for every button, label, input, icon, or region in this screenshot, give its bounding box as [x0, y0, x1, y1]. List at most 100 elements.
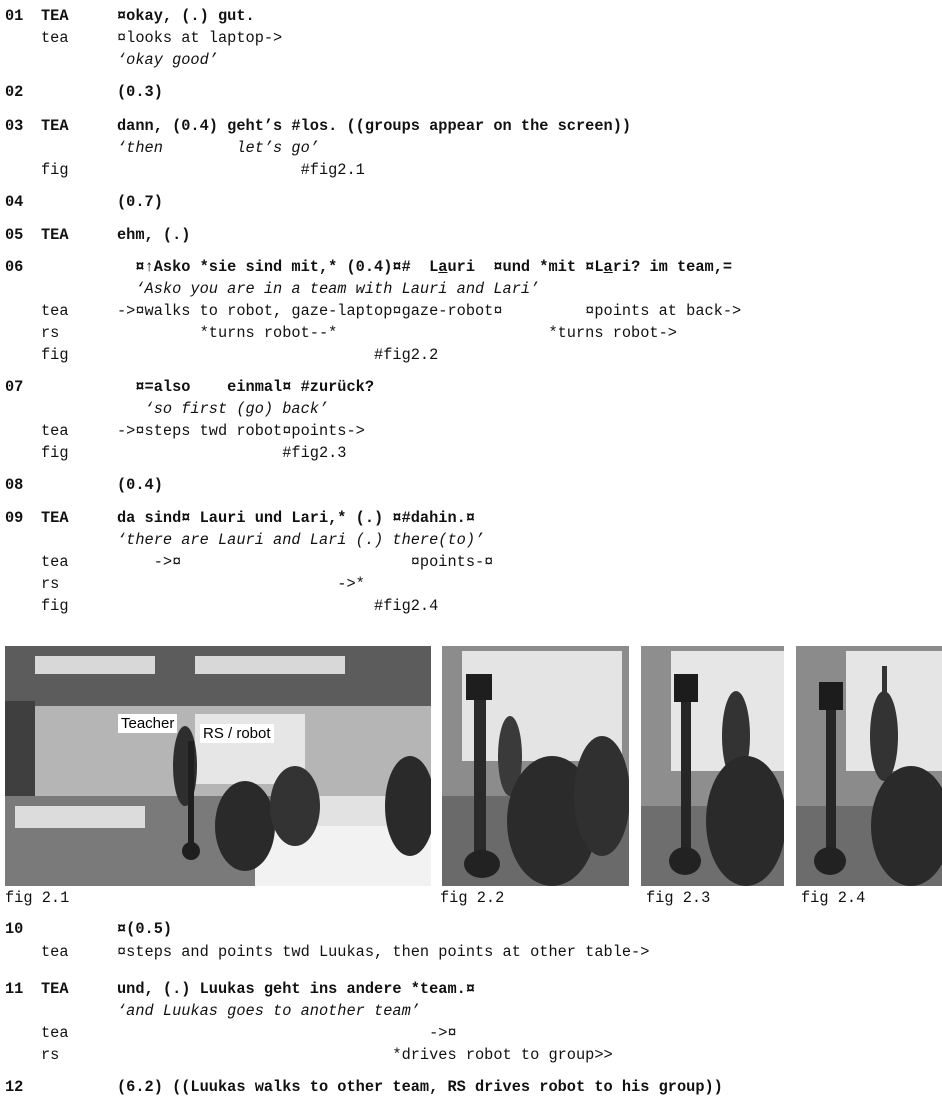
text-segment: ‘and Luukas goes to another team’	[117, 1002, 420, 1020]
tier-label: rs	[41, 324, 60, 342]
line-content: ->¤steps twd robot¤points->	[117, 421, 365, 441]
text-segment: ‘there are Lauri and Lari (.) there(to)’	[117, 531, 485, 549]
robot-label: RS / robot	[200, 724, 274, 743]
line-number: 05	[5, 226, 24, 244]
line-number: 09	[5, 509, 24, 527]
line-content: ¤(0.5)	[117, 919, 172, 939]
line-number: 10	[5, 920, 24, 938]
line-number: 03	[5, 117, 24, 135]
text-segment: ¤looks at laptop->	[117, 29, 283, 47]
line-content: ¤steps and points twd Luukas, then point…	[117, 942, 649, 962]
tier-label: tea	[41, 302, 69, 320]
text-segment: ->¤steps twd robot¤points->	[117, 422, 365, 440]
tier-label: tea	[41, 943, 69, 961]
tier-label: fig	[41, 597, 69, 615]
tier-label: fig	[41, 346, 69, 364]
line-content: ¤looks at laptop->	[117, 28, 282, 48]
text-segment: (0.4)	[117, 476, 163, 494]
line-content: *drives robot to group>>	[117, 1045, 613, 1065]
tier-label: tea	[41, 1024, 69, 1042]
line-content: (0.4)	[117, 475, 163, 495]
line-content: ehm, (.)	[117, 225, 190, 245]
line-number: 12	[5, 1078, 24, 1096]
text-segment: ->*	[117, 575, 365, 593]
text-segment: ¤(0.5)	[117, 920, 173, 938]
text-segment: #fig2.1	[117, 161, 365, 179]
text-segment: ->¤ ¤points-¤	[117, 553, 494, 571]
line-content: ->*	[117, 574, 365, 594]
figure-2-4-caption: fig 2.4	[801, 889, 866, 907]
text-segment: ¤↑Asko *sie sind mit,* (0.4)¤# L	[117, 258, 439, 276]
figure-2-3-photo	[641, 646, 784, 886]
text-segment: (0.7)	[117, 193, 163, 211]
text-segment: da sind¤ Lauri und Lari,* (.) ¤#dahin.¤	[117, 509, 476, 527]
text-segment: *drives robot to group>>	[117, 1046, 613, 1064]
teacher-label: Teacher	[118, 714, 178, 733]
tier-label: tea	[41, 29, 69, 47]
speaker-label: TEA	[41, 980, 69, 998]
text-segment: dann, (0.4) geht’s #los. ((groups appear…	[117, 117, 632, 135]
line-content: ¤=also einmal¤ #zurück?	[117, 377, 374, 397]
speaker-label: TEA	[41, 117, 69, 135]
text-segment: *turns robot--* *turns robot->	[117, 324, 677, 342]
tier-label: tea	[41, 553, 69, 571]
figure-2-1-caption: fig 2.1	[5, 889, 70, 907]
text-segment: ‘so first (go) back’	[117, 400, 329, 418]
text-segment: uri ¤und *mit ¤L	[447, 258, 604, 276]
figure-2-3-caption: fig 2.3	[646, 889, 711, 907]
line-number: 02	[5, 83, 24, 101]
text-segment: ¤okay, (.) gut.	[117, 7, 255, 25]
tier-label: fig	[41, 444, 69, 462]
line-number: 04	[5, 193, 24, 211]
line-content: ‘and Luukas goes to another team’	[117, 1001, 420, 1021]
tier-label: tea	[41, 422, 69, 440]
line-content: ‘there are Lauri and Lari (.) there(to)’	[117, 530, 484, 550]
text-segment: ¤=also einmal¤ #zurück?	[117, 378, 375, 396]
text-segment: a	[438, 258, 448, 276]
line-content: ‘okay good’	[117, 50, 218, 70]
text-segment: ->¤	[117, 1024, 457, 1042]
line-content: ¤okay, (.) gut.	[117, 6, 255, 26]
line-content: ‘then let’s go’	[117, 138, 319, 158]
text-segment: ri? im team,=	[612, 258, 733, 276]
line-number: 06	[5, 258, 24, 276]
figure-2-2-caption: fig 2.2	[440, 889, 505, 907]
figure-2-4-photo	[796, 646, 942, 886]
speaker-label: TEA	[41, 509, 69, 527]
tier-label: fig	[41, 161, 69, 179]
speaker-label: TEA	[41, 7, 69, 25]
line-number: 01	[5, 7, 24, 25]
line-number: 07	[5, 378, 24, 396]
line-content: ¤↑Asko *sie sind mit,* (0.4)¤# Lauri ¤un…	[117, 257, 732, 277]
speaker-label: TEA	[41, 226, 69, 244]
text-segment: (6.2) ((Luukas walks to other team, RS d…	[117, 1078, 723, 1096]
line-content: *turns robot--* *turns robot->	[117, 323, 677, 343]
text-segment: #fig2.2	[117, 346, 439, 364]
text-segment: ->¤walks to robot, gaze-laptop¤gaze-robo…	[117, 302, 742, 320]
tier-label: rs	[41, 575, 60, 593]
text-segment: a	[603, 258, 613, 276]
line-content: #fig2.1	[117, 160, 365, 180]
line-content: (6.2) ((Luukas walks to other team, RS d…	[117, 1077, 723, 1097]
line-content: dann, (0.4) geht’s #los. ((groups appear…	[117, 116, 631, 136]
line-content: ->¤ ¤points-¤	[117, 552, 494, 572]
line-content: ->¤walks to robot, gaze-laptop¤gaze-robo…	[117, 301, 741, 321]
text-segment: #fig2.3	[117, 444, 347, 462]
figure-2-1-photo: Teacher RS / robot	[5, 646, 431, 886]
text-segment: ‘okay good’	[117, 51, 218, 69]
line-content: (0.3)	[117, 82, 163, 102]
line-content: ‘so first (go) back’	[117, 399, 329, 419]
line-content: #fig2.3	[117, 443, 347, 463]
line-content: ‘Asko you are in a team with Lauri and L…	[117, 279, 539, 299]
line-content: da sind¤ Lauri und Lari,* (.) ¤#dahin.¤	[117, 508, 475, 528]
line-number: 11	[5, 980, 24, 998]
figure-2-2-photo	[442, 646, 629, 886]
text-segment: ¤steps and points twd Luukas, then point…	[117, 943, 650, 961]
line-number: 08	[5, 476, 24, 494]
line-content: (0.7)	[117, 192, 163, 212]
tier-label: rs	[41, 1046, 60, 1064]
text-segment: #fig2.4	[117, 597, 439, 615]
text-segment: und, (.) Luukas geht ins andere *team.¤	[117, 980, 476, 998]
line-content: ->¤	[117, 1023, 457, 1043]
line-content: #fig2.2	[117, 345, 438, 365]
